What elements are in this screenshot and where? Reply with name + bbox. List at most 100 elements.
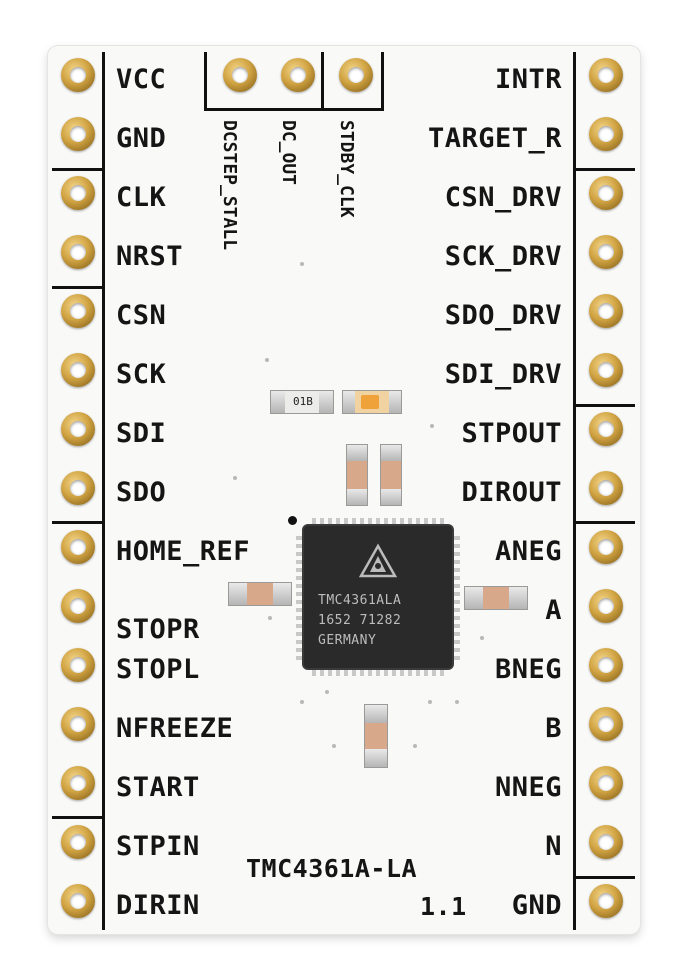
pin-label-left: DIRIN [116, 890, 200, 921]
pin-pad [589, 412, 623, 446]
silkscreen-line [575, 404, 635, 407]
pin-label-left: CLK [116, 182, 167, 213]
board-version: 1.1 [420, 892, 467, 921]
resistor-marking: 01B [293, 395, 313, 408]
trinamic-logo-icon [358, 543, 398, 578]
pin-label-right: BNEG [494, 654, 562, 685]
via [480, 636, 484, 640]
pin-pad [589, 766, 623, 800]
led [342, 390, 402, 414]
via [265, 358, 269, 362]
silkscreen-line [52, 168, 104, 171]
pin-pad [61, 884, 95, 918]
chip-marking-line1: TMC4361ALA [318, 593, 402, 608]
pin-pad [223, 58, 257, 92]
tmc4361-chip: TMC4361ALA 1652 71282 GERMANY [304, 526, 452, 668]
silkscreen-line [321, 52, 324, 110]
pin-label-left: SDI [116, 418, 167, 449]
silkscreen-line [52, 521, 104, 524]
pin-label-left: STPIN [116, 831, 200, 862]
pin-label-right: INTR [494, 64, 562, 95]
pin-label-right: SDO_DRV [444, 300, 562, 331]
chip-marking-line3: GERMANY [318, 633, 377, 648]
pin-pad [281, 58, 315, 92]
pin-pad [589, 235, 623, 269]
pin-pad [61, 176, 95, 210]
pin-label-right: SDI_DRV [444, 359, 562, 390]
capacitor [364, 704, 388, 768]
pin-label-right: STPOUT [461, 418, 562, 449]
chip-pins-right [452, 534, 460, 660]
pin-pad [589, 471, 623, 505]
pin-pad [61, 412, 95, 446]
board-name: TMC4361A-LA [246, 854, 418, 883]
via [455, 700, 459, 704]
resistor: 01B [270, 390, 334, 414]
pin-label-right: TARGET_R [427, 123, 562, 154]
via [430, 424, 434, 428]
pin-label-left: NFREEZE [116, 713, 234, 744]
silkscreen-line [102, 52, 105, 930]
via [233, 476, 237, 480]
pin-label-right: B [545, 713, 562, 744]
pin-label-left: CSN [116, 300, 167, 331]
via [300, 262, 304, 266]
pin-pad [61, 235, 95, 269]
pin-label-top: DCSTEP_STALL [219, 120, 240, 251]
pin-pad [589, 648, 623, 682]
pin-pad [61, 353, 95, 387]
silkscreen-line [204, 52, 207, 110]
silkscreen-line [575, 876, 635, 879]
pin-label-left: START [116, 772, 200, 803]
via [413, 744, 417, 748]
chip-pins-bottom [312, 668, 444, 676]
pin-pad [61, 825, 95, 859]
pin-pad [61, 707, 95, 741]
pin-pad [61, 648, 95, 682]
pin-label-right: ANEG [494, 536, 562, 567]
pin-pad [589, 58, 623, 92]
via [325, 690, 329, 694]
chip-pins-top [312, 518, 444, 526]
pin-label-left: VCC [116, 64, 167, 95]
pin-label-left: GND [116, 123, 167, 154]
pin-pad [589, 707, 623, 741]
pin-label-left: SCK [116, 359, 167, 390]
pin-pad [61, 471, 95, 505]
chip-pins-left [296, 534, 304, 660]
breakout-board [48, 46, 640, 934]
pin-pad [589, 176, 623, 210]
pin-pad [61, 294, 95, 328]
pin-label-right: GND [511, 890, 562, 921]
pin-label-right: A [545, 595, 562, 626]
pin-pad [589, 353, 623, 387]
pin-pad [589, 884, 623, 918]
silkscreen-line [204, 108, 384, 111]
pin-pad [61, 117, 95, 151]
pin-pad [589, 589, 623, 623]
pin-label-left: STOPR [116, 614, 200, 645]
chip-marking-line2: 1652 71282 [318, 613, 402, 628]
capacitor [228, 582, 292, 606]
silkscreen-line [52, 286, 104, 289]
silkscreen-line [575, 521, 635, 524]
pin-label-right: SCK_DRV [444, 241, 562, 272]
silkscreen-line [381, 52, 384, 110]
pin-pad [589, 294, 623, 328]
pin-label-right: CSN_DRV [444, 182, 562, 213]
pin-pad [61, 589, 95, 623]
fiducial [288, 516, 297, 525]
pin-label-right: N [545, 831, 562, 862]
pin-label-right: NNEG [494, 772, 562, 803]
pin-pad [61, 766, 95, 800]
pin-label-left: HOME_REF [116, 536, 251, 567]
capacitor [464, 586, 528, 610]
via [332, 744, 336, 748]
pin-pad [589, 117, 623, 151]
pin-label-right: DIROUT [461, 477, 562, 508]
pin-pad [589, 825, 623, 859]
pin-label-left: SDO [116, 477, 167, 508]
pin-label-left: NRST [116, 241, 184, 272]
silkscreen-line [573, 52, 576, 930]
via [268, 616, 272, 620]
